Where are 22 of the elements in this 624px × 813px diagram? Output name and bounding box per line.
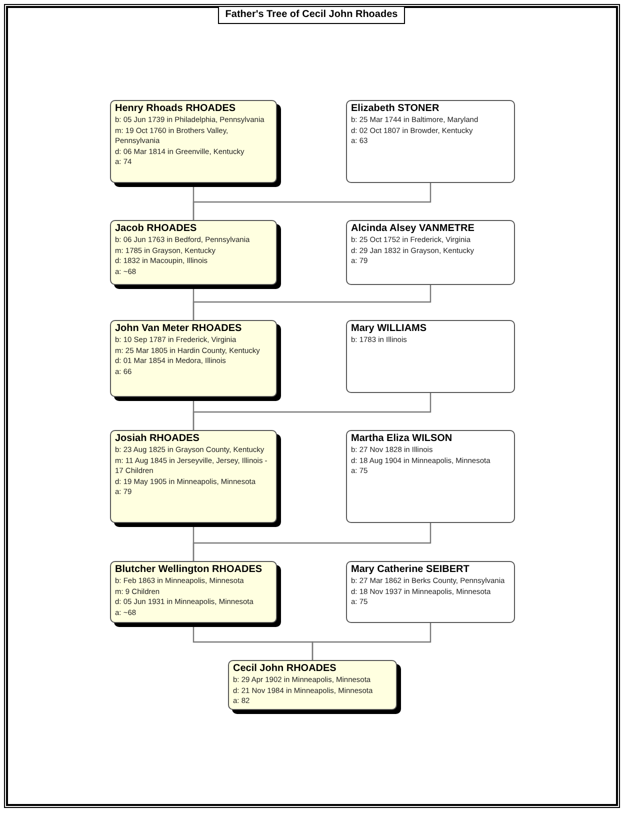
person-name: Jacob RHOADES xyxy=(115,223,198,235)
person-box xyxy=(346,220,515,285)
person-name: Josiah RHOADES xyxy=(115,433,200,445)
person-name: Alcinda Alsey VANMETRE xyxy=(351,223,476,235)
family-connector xyxy=(192,523,432,561)
person-box xyxy=(346,320,515,393)
person-box xyxy=(346,561,515,623)
person-name: Elizabeth STONER xyxy=(351,103,440,115)
person-name: Cecil John RHOADES xyxy=(233,663,338,675)
person-name: Mary WILLIAMS xyxy=(351,323,428,335)
person-box xyxy=(346,430,515,523)
family-connector xyxy=(192,393,432,430)
tree-title: Father's Tree of Cecil John Rhoades xyxy=(218,6,405,24)
person-name: Blutcher Wellington RHOADES xyxy=(115,564,264,576)
person-name: Henry Rhoads RHOADES xyxy=(115,103,237,115)
person-name: Mary Catherine SEIBERT xyxy=(351,564,470,576)
person-box xyxy=(346,100,515,183)
family-connector xyxy=(192,183,432,220)
family-connector xyxy=(192,285,432,320)
person-name: Martha Eliza WILSON xyxy=(351,433,454,445)
family-connector xyxy=(312,623,432,660)
person-name: John Van Meter RHOADES xyxy=(115,323,243,335)
